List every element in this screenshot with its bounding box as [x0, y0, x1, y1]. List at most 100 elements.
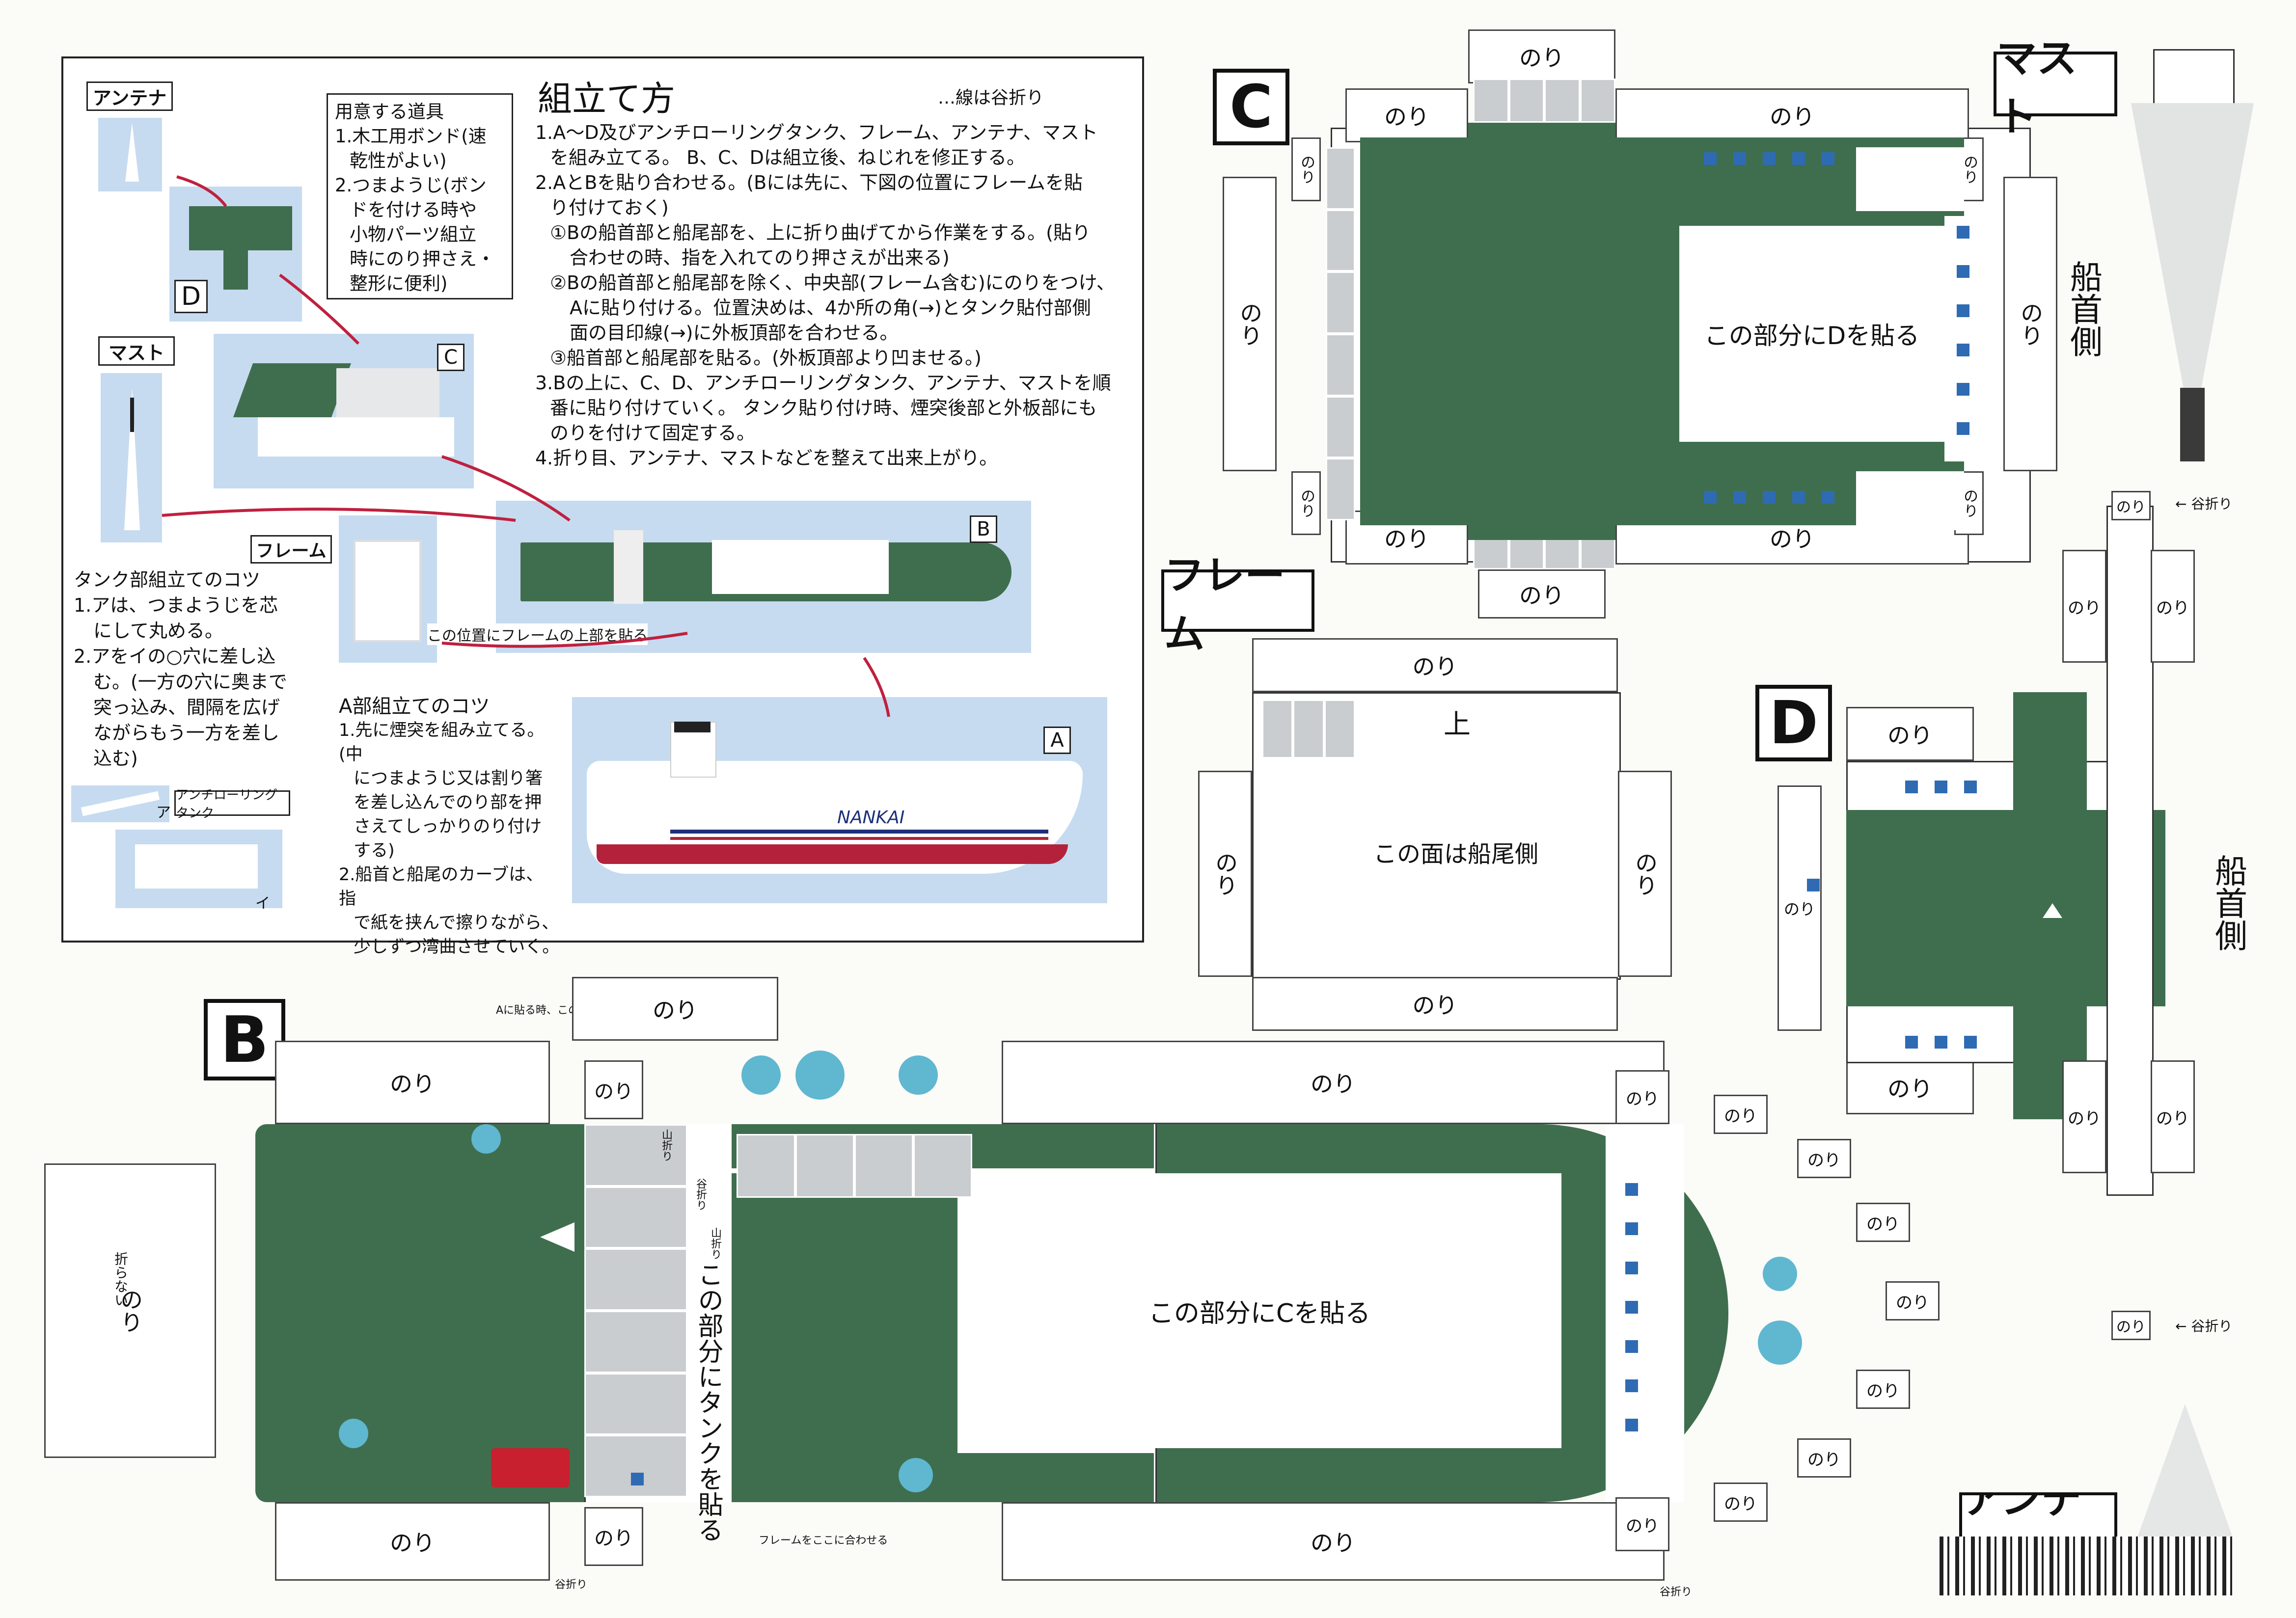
glue-tab: のり	[275, 1041, 550, 1124]
tools-line: 時にのり押さえ・	[350, 248, 495, 270]
a-tip: 少しずつ湾曲させていく。	[354, 937, 560, 957]
part-b-c-mount: この部分にCを貼る	[957, 1173, 1561, 1448]
glue-tab: のり	[1714, 1095, 1768, 1134]
glue-tab: のり	[1886, 1281, 1940, 1321]
glue-tab: のり	[1291, 471, 1321, 535]
part-c-photo	[214, 334, 474, 488]
glue-tab: のり	[1252, 638, 1618, 692]
glue-tab: のり	[1856, 1203, 1910, 1242]
barcode	[1940, 1537, 2234, 1595]
part-c-photo-label: C	[437, 344, 465, 371]
glue-tab: のり	[584, 1060, 643, 1119]
tank-part-a-label: ア	[156, 804, 171, 821]
glue-tab: のり	[1198, 771, 1252, 977]
tank-tip: にして丸める。	[93, 620, 223, 642]
frame-align-note: フレームをここに合わせる	[759, 1535, 888, 1547]
part-a-photo-label: A	[1043, 727, 1071, 754]
a-tip: 2.船首と船尾のカーブは、指	[339, 865, 544, 909]
glue-tab: のり	[572, 977, 778, 1041]
part-b-photo-label: B	[970, 515, 997, 543]
valley-fold-label: 谷折り	[555, 1579, 588, 1591]
step-line: 3.Bの上に、C、D、アンチローリングタンク、アンテナ、マストを順	[535, 372, 1111, 394]
frame-part: のり 上 この面は船尾側 のり のり のり	[1198, 638, 1674, 1041]
tank-part-a-photo	[71, 785, 169, 822]
glue-tab: のり	[1846, 707, 1974, 761]
glue-tab: のり	[2111, 1311, 2151, 1340]
glue-tab: のり	[1345, 88, 1468, 142]
mast-photo	[101, 373, 162, 542]
tools-box: 用意する道具 1.木工用ボンド(速 乾性がよい) 2.つまようじ(ボン ドを付け…	[327, 93, 513, 299]
hull-name: NANKAI	[837, 808, 905, 828]
tank-tip: 突っ込み、間隔を広げ	[93, 697, 280, 718]
frame-title: フレーム	[1161, 552, 1314, 657]
part-c-d-mount: この部分にDを貼る	[1679, 226, 1944, 442]
glue-tab: のり	[1468, 29, 1615, 83]
part-d-bow-side: 船首側	[2210, 854, 2247, 951]
step-line: 4.折り目、アンテナ、マストなどを整えて出来上がり。	[535, 447, 998, 469]
mountain-fold-label: 山折り	[709, 1227, 721, 1260]
tank-tip: 1.アは、つまようじを芯	[74, 594, 278, 616]
a-tip: さえてしっかりのり付け	[354, 817, 542, 836]
glue-tab: のり	[275, 1502, 550, 1581]
a-tip: につまようじ又は割り箸	[354, 769, 543, 788]
mast-part	[2131, 49, 2254, 461]
tank-tip: 2.アをイの○穴に差し込	[74, 646, 276, 667]
tank-tips-title: タンク部組立てのコツ	[74, 569, 261, 591]
a-tips-title: A部組立てのコツ	[339, 695, 490, 718]
glue-tab: のり	[2062, 1060, 2106, 1173]
step-line: を組み立てる。 B、C、Dは組立後、ねじれを修正する。	[550, 147, 1025, 168]
part-b-sheet: のり のり のり のり のり のり のり のり 折らない この部分にCを貼る こ…	[44, 977, 1959, 1598]
a-tip: で紙を挟んで擦りながら、	[354, 913, 559, 933]
a-tip: 1.先に煙突を組み立てる。(中	[339, 721, 545, 764]
frame-photo	[339, 515, 437, 663]
glue-tab: のり	[1846, 1060, 1974, 1114]
valley-fold-label: 谷折り	[1660, 1586, 1693, 1598]
fold-note: …線は谷折り	[938, 88, 1044, 108]
part-a-photo: NANKAI	[572, 697, 1107, 903]
part-b-letter: B	[204, 999, 285, 1080]
mast-tag: マスト	[98, 336, 175, 366]
glue-tab: のり	[1223, 177, 1277, 471]
step-line: ②Bの船首部と船尾部を除く、中央部(フレーム含む)にのりをつけ、	[550, 272, 1115, 294]
part-c-letter: C	[1213, 69, 1289, 145]
glue-tab: のり	[2111, 491, 2151, 520]
step-line: のりを付けて固定する。	[550, 422, 756, 444]
a-tip: する)	[354, 841, 395, 861]
tools-line: 乾性がよい)	[350, 150, 447, 171]
tank-tip: ながらもう一方を差し	[93, 722, 279, 744]
no-fold-note: 折らない	[112, 1252, 129, 1307]
step-line: ①Bの船首部と船尾部を、上に折り曲げてから作業をする。(貼り	[550, 222, 1091, 243]
tools-line: 小物パーツ組立	[350, 224, 477, 245]
valley-fold-label: 谷折り	[2191, 496, 2233, 512]
glue-tab: のり	[1856, 1370, 1910, 1409]
antenna-photo	[98, 118, 162, 191]
glue-tab: のり	[2003, 177, 2057, 471]
mast-valley-fold-bottom: ← 谷折り	[2175, 1318, 2233, 1334]
a-tips: A部組立てのコツ 1.先に煙突を組み立てる。(中 につまようじ又は割り箸 を差し…	[339, 695, 560, 959]
glue-tab: のり	[1291, 137, 1321, 201]
step-line: ③船首部と船尾部を貼る。(外板頂部より凹ませる。)	[550, 347, 982, 369]
glue-tab: のり	[2151, 550, 2195, 663]
glue-tab: のり	[1618, 771, 1672, 977]
frame-top-label: 上	[1444, 708, 1471, 740]
glue-tab: のり	[1714, 1483, 1768, 1522]
tank-tip: む。(一方の穴に奥まで	[93, 671, 287, 693]
step-line: 番に貼り付けていく。 タンク貼り付け時、煙突後部と外板部にも	[550, 397, 1097, 419]
mast-valley-fold-top: ← 谷折り	[2175, 496, 2233, 512]
glue-tab: のり	[1615, 1497, 1669, 1551]
step-line: 合わせの時、指を入れてのり押さえが出来る)	[570, 247, 950, 269]
glue-tab: のり	[584, 1507, 643, 1566]
antenna-part	[2126, 1404, 2244, 1600]
part-c-bow-side: 船首側	[2065, 260, 2103, 357]
part-d-photo-label: D	[174, 280, 208, 313]
valley-fold-label: 谷折り	[694, 1178, 707, 1211]
tank-tip: 込む)	[93, 748, 138, 769]
tools-line: ドを付ける時や	[350, 199, 477, 220]
antenna-tag: アンテナ	[86, 81, 173, 111]
steps: 1.A～D及びアンチローリングタンク、フレーム、アンテナ、マスト を組み立てる。…	[535, 120, 1139, 471]
glue-tab: のり	[1615, 88, 1969, 142]
tank-part-i-photo	[115, 830, 282, 908]
part-d-photo	[169, 187, 302, 322]
glue-tab: のり	[2062, 550, 2106, 663]
mountain-fold-label: 山折り	[660, 1129, 672, 1161]
